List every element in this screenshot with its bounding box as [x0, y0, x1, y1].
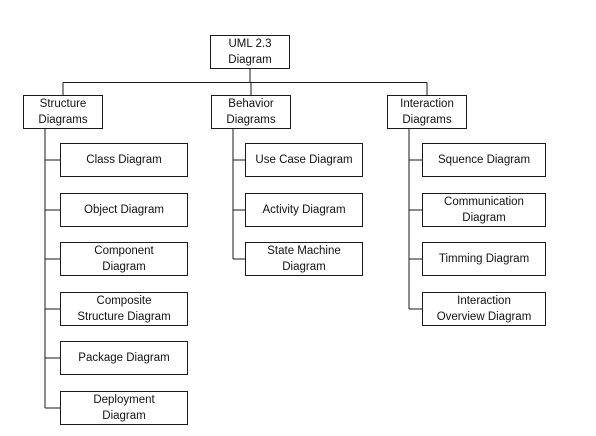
- item-activity-diagram: Activity Diagram: [245, 193, 363, 227]
- item-state-machine-diagram: State Machine Diagram: [245, 242, 363, 276]
- item-class-diagram: Class Diagram: [60, 143, 188, 177]
- item-communication-diagram: Communication Diagram: [422, 193, 546, 227]
- category-behavior-diagrams: Behavior Diagrams: [211, 95, 291, 129]
- item-composite-structure-diagram: Composite Structure Diagram: [60, 292, 188, 326]
- item-package-diagram: Package Diagram: [60, 341, 188, 375]
- item-interaction-overview-diagram: Interaction Overview Diagram: [422, 292, 546, 326]
- item-object-diagram: Object Diagram: [60, 193, 188, 227]
- root-node-uml: UML 2.3 Diagram: [210, 35, 290, 69]
- item-use-case-diagram: Use Case Diagram: [245, 143, 363, 177]
- item-component-diagram: Component Diagram: [60, 242, 188, 276]
- item-deployment-diagram: Deployment Diagram: [60, 391, 188, 425]
- category-structure-diagrams: Structure Diagrams: [23, 95, 103, 129]
- category-interaction-diagrams: Interaction Diagrams: [387, 95, 467, 129]
- item-timing-diagram: Timming Diagram: [422, 242, 546, 276]
- item-sequence-diagram: Squence Diagram: [422, 143, 546, 177]
